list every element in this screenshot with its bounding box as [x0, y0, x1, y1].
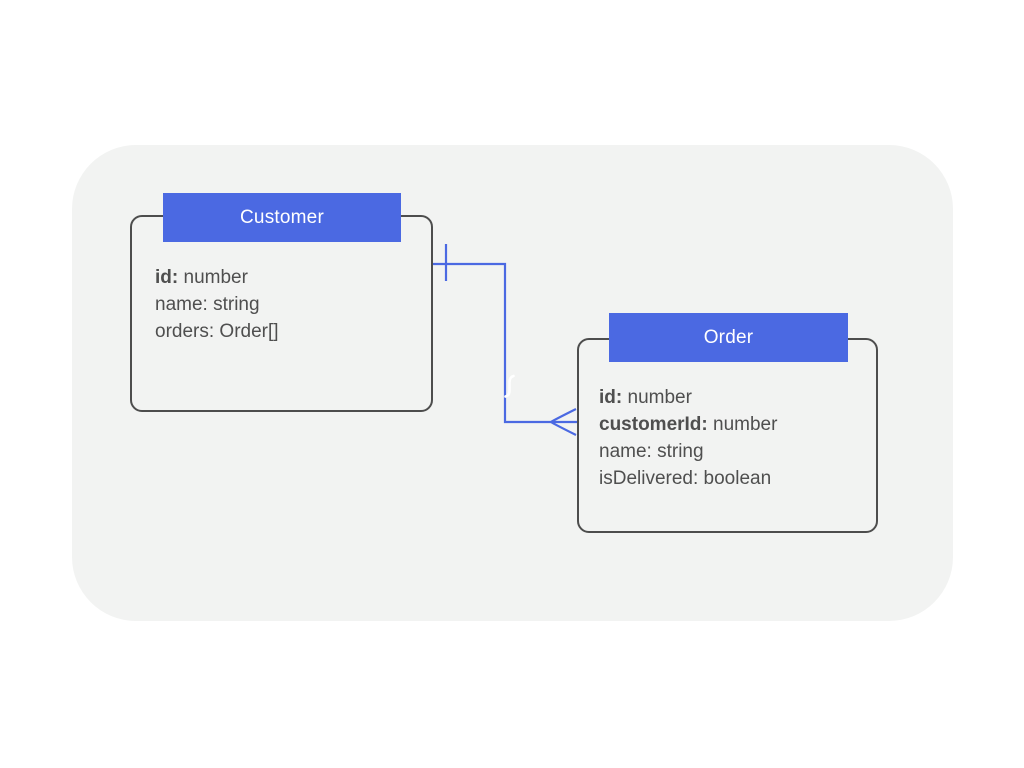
attribute-key: name: [599, 441, 652, 462]
attribute-type: Order[] [214, 321, 279, 342]
attribute-row: name: string [599, 438, 777, 465]
attribute-key: id: [155, 267, 179, 288]
attribute-type: boolean [698, 468, 772, 489]
attribute-type: string [651, 441, 704, 462]
entity-order[interactable]: Order id: number customerId: number name… [577, 313, 878, 533]
entity-customer-header: Customer [163, 193, 401, 242]
attribute-key: orders: [155, 321, 215, 342]
attribute-row: customerId: number [599, 411, 777, 438]
attribute-type: number [707, 414, 778, 435]
entity-order-header: Order [609, 313, 848, 362]
attribute-key: customerId: [599, 414, 708, 435]
entity-order-attributes: id: number customerId: number name: stri… [599, 384, 777, 492]
attribute-type: number [622, 387, 692, 408]
attribute-type: number [178, 267, 248, 288]
attribute-row: id: number [155, 264, 279, 291]
attribute-row: name: string [155, 291, 279, 318]
attribute-row: id: number [599, 384, 777, 411]
attribute-key: name: [155, 294, 208, 315]
entity-customer-attributes: id: number name: string orders: Order[] [155, 264, 279, 345]
attribute-type: string [207, 294, 260, 315]
attribute-key: isDelivered: [599, 468, 699, 489]
entity-order-title: Order [703, 326, 754, 348]
entity-customer[interactable]: Customer id: number name: string orders:… [130, 193, 433, 412]
attribute-key: id: [599, 387, 623, 408]
attribute-row: isDelivered: boolean [599, 465, 777, 492]
entity-customer-title: Customer [240, 206, 324, 228]
attribute-row: orders: Order[] [155, 318, 279, 345]
